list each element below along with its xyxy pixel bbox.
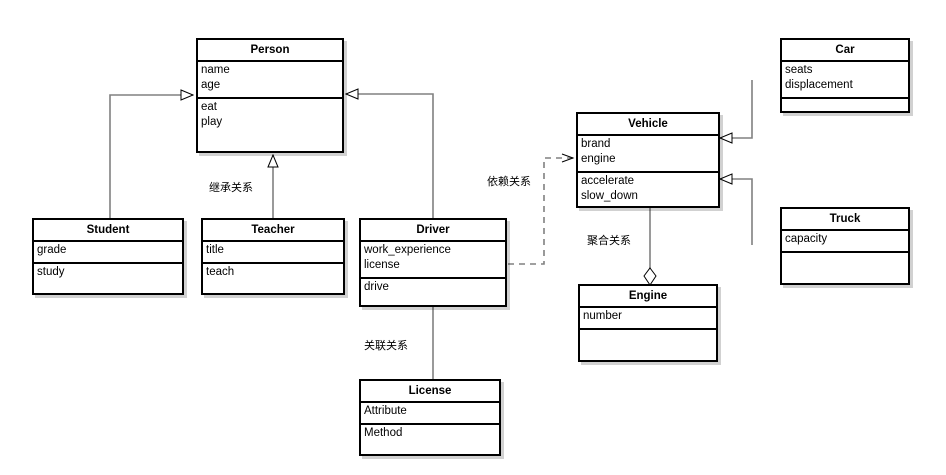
class-operations-license: Method: [361, 425, 499, 443]
attribute-row: Attribute: [364, 405, 407, 417]
class-operations-person: eat play: [198, 99, 342, 131]
class-operations-truck: [782, 253, 908, 256]
operation-row: eat: [201, 101, 217, 113]
class-attributes-truck: capacity: [782, 231, 908, 253]
class-box-student[interactable]: Student grade study: [32, 218, 184, 295]
edge-label-inheritance: 继承关系: [209, 181, 253, 194]
class-title-student: Student: [34, 220, 182, 242]
class-box-engine[interactable]: Engine number: [578, 284, 718, 362]
class-box-car[interactable]: Car seats displacement: [780, 38, 910, 113]
class-box-license[interactable]: License Attribute Method: [359, 379, 501, 456]
class-title-driver: Driver: [361, 220, 505, 242]
attribute-row: displacement: [785, 78, 853, 91]
operation-row: teach: [206, 266, 235, 278]
edge-driver-vehicle-dependency: [508, 153, 575, 265]
operation-row: Method: [364, 427, 403, 439]
class-operations-student: study: [34, 264, 182, 282]
attribute-row: age: [201, 78, 221, 91]
operation-row: drive: [364, 281, 389, 293]
class-title-person: Person: [198, 40, 342, 62]
attribute-row: work_experience: [364, 244, 451, 256]
class-operations-driver: drive: [361, 279, 505, 297]
edge-driver-person: [346, 94, 434, 218]
class-title-teacher: Teacher: [203, 220, 343, 242]
class-box-vehicle[interactable]: Vehicle brand engine accelerate slow_dow…: [576, 112, 720, 208]
class-box-teacher[interactable]: Teacher title teach: [201, 218, 345, 295]
class-box-truck[interactable]: Truck capacity: [780, 207, 910, 285]
attribute-row: engine: [581, 152, 616, 165]
attribute-row: title: [206, 244, 224, 256]
class-title-truck: Truck: [782, 209, 908, 231]
operation-row: accelerate: [581, 175, 635, 187]
attribute-row: number: [583, 310, 622, 322]
class-title-engine: Engine: [580, 286, 716, 308]
attribute-row: brand: [581, 138, 611, 150]
attribute-row: name: [201, 64, 230, 76]
edge-truck-vehicle: [720, 179, 753, 245]
class-attributes-car: seats displacement: [782, 62, 908, 99]
edge-label-association: 关联关系: [364, 339, 408, 352]
class-attributes-student: grade: [34, 242, 182, 264]
edge-label-dependency: 依赖关系: [487, 175, 531, 188]
class-box-driver[interactable]: Driver work_experience license drive: [359, 218, 507, 307]
edge-label-aggregation: 聚合关系: [587, 234, 631, 247]
operation-row: play: [201, 115, 223, 128]
class-title-car: Car: [782, 40, 908, 62]
operation-row: study: [37, 266, 65, 278]
class-operations-vehicle: accelerate slow_down: [578, 173, 718, 205]
class-operations-car: [782, 99, 908, 102]
class-attributes-driver: work_experience license: [361, 242, 505, 279]
class-attributes-person: name age: [198, 62, 342, 99]
class-attributes-vehicle: brand engine: [578, 136, 718, 173]
attribute-row: capacity: [785, 233, 828, 245]
class-title-vehicle: Vehicle: [578, 114, 718, 136]
class-attributes-teacher: title: [203, 242, 343, 264]
edge-student-person: [109, 95, 193, 218]
attribute-row: seats: [785, 64, 813, 76]
edge-car-vehicle: [720, 80, 753, 138]
class-attributes-engine: number: [580, 308, 716, 330]
class-operations-engine: [580, 330, 716, 333]
class-box-person[interactable]: Person name age eat play: [196, 38, 344, 153]
attribute-row: grade: [37, 244, 67, 256]
class-attributes-license: Attribute: [361, 403, 499, 425]
class-title-license: License: [361, 381, 499, 403]
operation-row: slow_down: [581, 189, 638, 202]
attribute-row: license: [364, 258, 400, 271]
class-operations-teacher: teach: [203, 264, 343, 282]
